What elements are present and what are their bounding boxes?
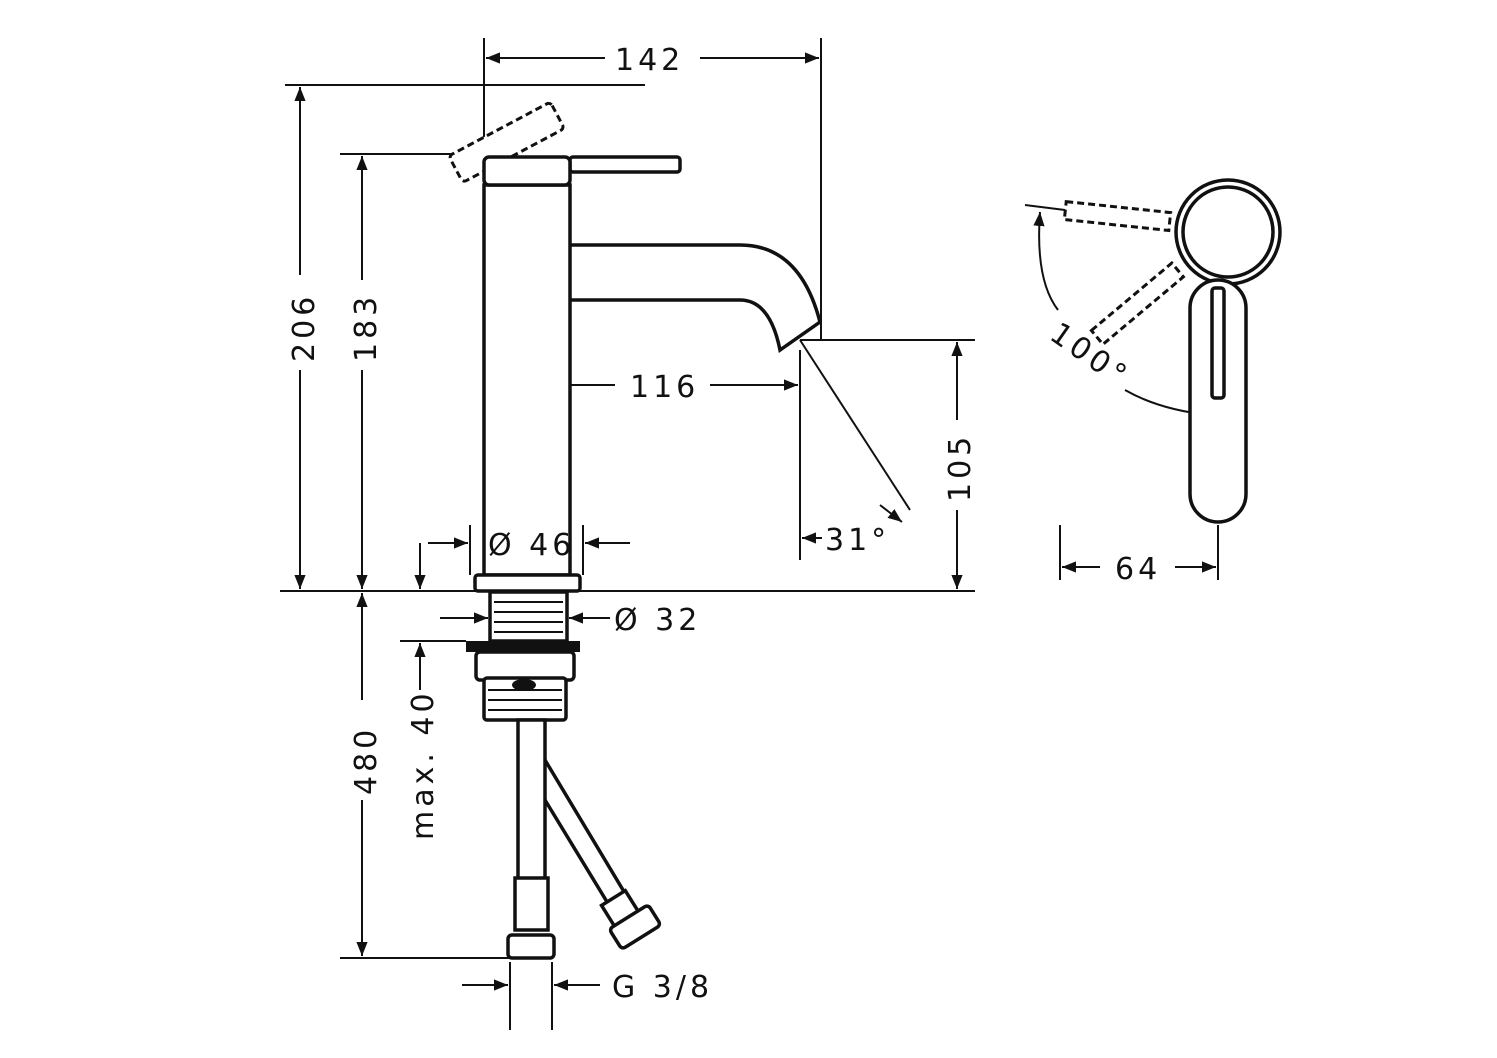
dim-142: 142 [615, 43, 684, 78]
extension-lines [280, 38, 1219, 1030]
dimension-lines [294, 52, 1216, 991]
dim-angle-31: 31° [825, 523, 890, 558]
dim-480: 480 [349, 726, 384, 795]
cap [482, 155, 572, 187]
dim-diameter-32: Ø 32 [614, 603, 701, 638]
dim-64: 64 [1115, 552, 1161, 587]
spout [563, 243, 822, 353]
dim-105: 105 [943, 433, 978, 502]
hose-fitting [513, 876, 550, 932]
body [482, 183, 572, 577]
faucet-top-view [1062, 178, 1282, 524]
dim-g-3-8: G 3/8 [612, 970, 713, 1005]
base-flange [473, 573, 582, 593]
faucet-side-view [448, 101, 822, 960]
dim-116: 116 [630, 370, 699, 405]
nut-top [474, 650, 576, 682]
dim-183: 183 [349, 293, 384, 362]
dim-206: 206 [287, 293, 322, 362]
dim-max-40: max. 40 [406, 689, 441, 840]
dim-diameter-46: Ø 46 [488, 528, 575, 563]
washer [466, 641, 580, 652]
lever [568, 155, 682, 174]
hose-vertical [516, 718, 547, 882]
thread [488, 590, 569, 643]
